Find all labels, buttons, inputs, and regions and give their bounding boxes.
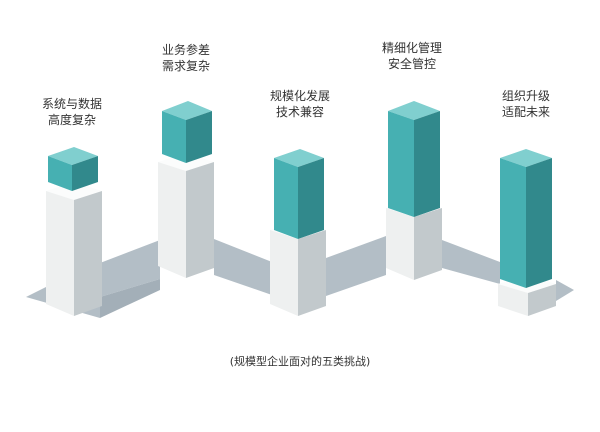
challenge-label-2-line1: 业务参差: [161, 43, 210, 57]
challenge-label-2: 业务参差 需求复杂: [126, 42, 246, 74]
challenge-label-5-line1: 组织升级: [501, 89, 550, 103]
pillar-2: [158, 101, 214, 278]
pillar-3: [270, 149, 326, 316]
challenge-label-4-line2: 安全管控: [387, 57, 436, 71]
challenge-label-3-line2: 技术兼容: [275, 105, 324, 119]
challenge-label-5-line2: 适配未来: [501, 105, 550, 119]
challenge-label-5: 组织升级 适配未来: [466, 88, 586, 120]
challenge-label-1-line1: 系统与数据: [41, 97, 102, 111]
challenge-label-1: 系统与数据 高度复杂: [12, 96, 132, 128]
challenge-label-1-line2: 高度复杂: [47, 113, 96, 127]
challenge-label-3: 规模化发展 技术兼容: [240, 88, 360, 120]
challenge-label-3-line1: 规模化发展: [269, 89, 330, 103]
challenge-label-4-line1: 精细化管理: [381, 41, 442, 55]
diagram-caption: (规模型企业面对的五类挑战): [229, 355, 371, 368]
challenge-label-2-line2: 需求复杂: [161, 59, 210, 73]
challenge-label-4: 精细化管理 安全管控: [352, 40, 472, 72]
pillar-1: [46, 147, 102, 316]
pillar-4: [386, 101, 442, 280]
pillar-5: [498, 149, 556, 316]
